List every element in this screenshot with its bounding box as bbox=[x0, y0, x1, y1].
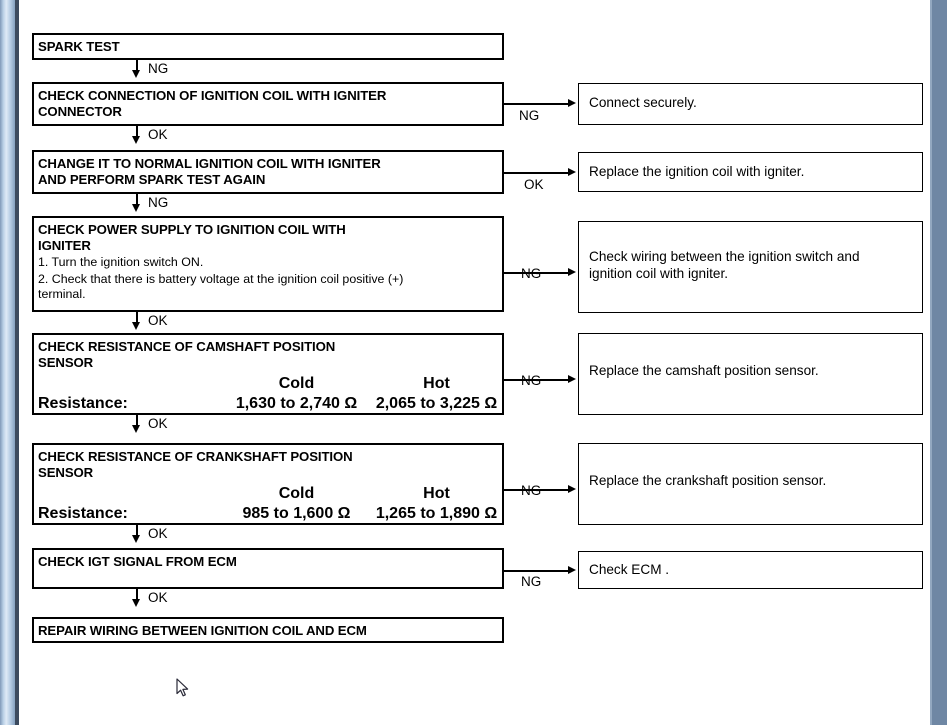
step-title: CHECK IGT SIGNAL FROM ECM bbox=[38, 554, 237, 569]
branch-label-ng-1: NG bbox=[519, 108, 540, 123]
connector-line-4 bbox=[136, 312, 138, 325]
connector-label-ok-1: OK bbox=[148, 127, 168, 142]
measurement-value-hot: 2,065 to 3,225 Ω bbox=[375, 395, 498, 412]
result-box-replace-camshaft-sensor[interactable]: Replace the camshaft position sensor. bbox=[578, 333, 923, 415]
mouse-cursor bbox=[176, 678, 190, 698]
measurement-column-cold: Cold bbox=[278, 485, 315, 502]
branch-line-6 bbox=[504, 570, 570, 572]
connector-arrow-7 bbox=[132, 599, 140, 607]
branch-arrow-2 bbox=[568, 168, 576, 176]
viewer-left-band bbox=[0, 0, 15, 725]
branch-line-1 bbox=[504, 103, 570, 105]
branch-line-4 bbox=[504, 379, 570, 381]
step-box-check-crankshaft-sensor[interactable]: CHECK RESISTANCE OF CRANKSHAFT POSITION … bbox=[32, 443, 504, 525]
result-text: Replace the ignition coil with igniter. bbox=[589, 164, 805, 179]
measurement-value-cold: 1,630 to 2,740 Ω bbox=[235, 395, 358, 412]
branch-line-3 bbox=[504, 272, 570, 274]
connector-label-ok-3: OK bbox=[148, 416, 168, 431]
connector-arrow-1 bbox=[132, 70, 140, 78]
branch-arrow-4 bbox=[568, 375, 576, 383]
connector-arrow-2 bbox=[132, 136, 140, 144]
result-text: Replace the camshaft position sensor. bbox=[589, 363, 819, 378]
branch-line-5 bbox=[504, 489, 570, 491]
step-title: SPARK TEST bbox=[38, 39, 120, 54]
step-title: CHECK RESISTANCE OF CRANKSHAFT POSITION … bbox=[38, 449, 353, 480]
step-box-check-power-supply[interactable]: CHECK POWER SUPPLY TO IGNITION COIL WITH… bbox=[32, 216, 504, 312]
mouse-pointer-icon bbox=[176, 678, 189, 697]
step-title: CHANGE IT TO NORMAL IGNITION COIL WITH I… bbox=[38, 156, 381, 187]
connector-arrow-6 bbox=[132, 535, 140, 543]
viewer-right-divider bbox=[930, 0, 932, 725]
measurement-value-hot: 1,265 to 1,890 Ω bbox=[375, 505, 498, 522]
viewer-left-divider bbox=[15, 0, 19, 725]
branch-label-ng-4: NG bbox=[521, 483, 542, 498]
branch-label-ng-3: NG bbox=[521, 373, 542, 388]
step-procedure-1: 1. Turn the ignition switch ON. bbox=[38, 255, 204, 269]
connector-label-ok-5: OK bbox=[148, 590, 168, 605]
result-box-replace-crankshaft-sensor[interactable]: Replace the crankshaft position sensor. bbox=[578, 443, 923, 525]
branch-label-ok-1: OK bbox=[524, 177, 544, 192]
connector-line-7 bbox=[136, 589, 138, 602]
result-box-check-wiring[interactable]: Check wiring between the ignition switch… bbox=[578, 221, 923, 313]
connector-label-ng-2: NG bbox=[148, 195, 169, 210]
connector-line-5 bbox=[136, 415, 138, 428]
viewer-right-band bbox=[932, 0, 947, 725]
result-text: Connect securely. bbox=[589, 95, 697, 110]
connector-label-ok-2: OK bbox=[148, 313, 168, 328]
step-title: CHECK POWER SUPPLY TO IGNITION COIL WITH… bbox=[38, 222, 346, 253]
connector-label-ok-4: OK bbox=[148, 526, 168, 541]
connector-arrow-5 bbox=[132, 425, 140, 433]
measurement-column-hot: Hot bbox=[423, 485, 450, 502]
measurement-column-hot: Hot bbox=[423, 375, 450, 392]
connector-line-6 bbox=[136, 525, 138, 538]
measurement-row-label: Resistance: bbox=[38, 395, 128, 412]
measurement-value-cold: 985 to 1,600 Ω bbox=[242, 505, 351, 522]
branch-line-2 bbox=[504, 172, 570, 174]
measurement-column-cold: Cold bbox=[278, 375, 315, 392]
branch-arrow-5 bbox=[568, 485, 576, 493]
result-box-replace-coil[interactable]: Replace the ignition coil with igniter. bbox=[578, 152, 923, 192]
connector-line-3 bbox=[136, 194, 138, 207]
branch-arrow-1 bbox=[568, 99, 576, 107]
branch-arrow-3 bbox=[568, 268, 576, 276]
step-title: CHECK CONNECTION OF IGNITION COIL WITH I… bbox=[38, 88, 387, 119]
connector-line-1 bbox=[136, 60, 138, 73]
step-box-repair-wiring[interactable]: REPAIR WIRING BETWEEN IGNITION COIL AND … bbox=[32, 617, 504, 643]
step-title: CHECK RESISTANCE OF CAMSHAFT POSITION SE… bbox=[38, 339, 336, 370]
result-text: Check ECM . bbox=[589, 562, 670, 577]
branch-label-ng-5: NG bbox=[521, 574, 542, 589]
step-box-spark-test[interactable]: SPARK TEST bbox=[32, 33, 504, 60]
result-text: Check wiring between the ignition switch… bbox=[589, 249, 860, 281]
connector-line-2 bbox=[136, 126, 138, 139]
step-procedure-2: 2. Check that there is battery voltage a… bbox=[38, 272, 404, 301]
step-box-check-igt-signal[interactable]: CHECK IGT SIGNAL FROM ECM bbox=[32, 548, 504, 589]
branch-arrow-6 bbox=[568, 566, 576, 574]
result-box-check-ecm[interactable]: Check ECM . bbox=[578, 551, 923, 589]
measurement-row-label: Resistance: bbox=[38, 505, 128, 522]
connector-arrow-4 bbox=[132, 322, 140, 330]
connector-arrow-3 bbox=[132, 204, 140, 212]
branch-label-ng-2: NG bbox=[521, 266, 542, 281]
connector-label-ng-1: NG bbox=[148, 61, 169, 76]
step-box-check-camshaft-sensor[interactable]: CHECK RESISTANCE OF CAMSHAFT POSITION SE… bbox=[32, 333, 504, 415]
result-box-connect-securely[interactable]: Connect securely. bbox=[578, 83, 923, 125]
result-text: Replace the crankshaft position sensor. bbox=[589, 473, 827, 488]
step-box-change-coil[interactable]: CHANGE IT TO NORMAL IGNITION COIL WITH I… bbox=[32, 150, 504, 194]
step-box-check-connection[interactable]: CHECK CONNECTION OF IGNITION COIL WITH I… bbox=[32, 82, 504, 126]
step-title: REPAIR WIRING BETWEEN IGNITION COIL AND … bbox=[38, 623, 367, 638]
